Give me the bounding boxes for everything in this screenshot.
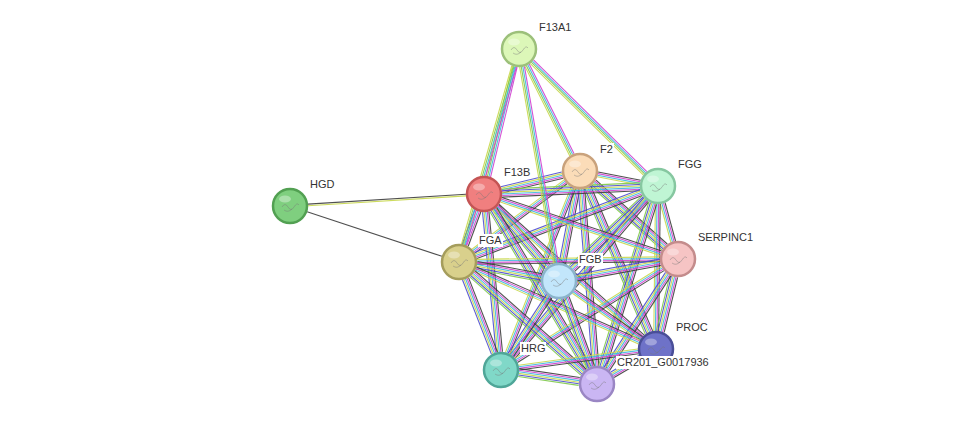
interaction-edge xyxy=(518,369,580,386)
node-circle xyxy=(541,263,577,299)
evidence-line xyxy=(512,297,550,356)
evidence-line xyxy=(465,67,515,245)
evidence-line xyxy=(574,291,642,338)
node-circle xyxy=(501,31,537,67)
evidence-line xyxy=(477,257,660,260)
protein-node: HGD xyxy=(272,188,308,224)
evidence-line xyxy=(524,66,558,263)
evidence-line xyxy=(493,210,588,369)
protein-node: F13A1 xyxy=(501,31,537,67)
node-label: F13B xyxy=(503,166,531,179)
evidence-line xyxy=(514,298,552,357)
interaction-edge xyxy=(308,194,466,205)
evidence-line xyxy=(660,204,670,242)
node-label: F2 xyxy=(599,143,614,156)
evidence-line xyxy=(308,194,466,204)
evidence-line xyxy=(501,199,661,253)
interaction-edge xyxy=(520,66,559,263)
node-label: CR201_G0017936 xyxy=(616,356,710,369)
protein-node: FGA xyxy=(441,244,477,280)
interaction-edge xyxy=(490,207,591,370)
evidence-line xyxy=(498,206,549,266)
evidence-line xyxy=(575,289,643,336)
evidence-line xyxy=(511,296,549,355)
node-label: PROC xyxy=(675,321,709,334)
evidence-line xyxy=(662,204,672,242)
node-label: HGD xyxy=(309,178,335,191)
evidence-line xyxy=(496,207,547,267)
protein-node: SERPINC1 xyxy=(660,241,696,277)
node-label: FGA xyxy=(478,234,503,247)
protein-node: CR201_G0017936 xyxy=(579,366,615,402)
node-label: FGG xyxy=(677,158,703,171)
evidence-line xyxy=(490,212,585,371)
evidence-line xyxy=(491,67,518,177)
evidence-line xyxy=(307,212,442,257)
evidence-line xyxy=(518,375,578,384)
node-circle xyxy=(466,176,502,212)
interaction-edge xyxy=(307,212,442,257)
evidence-line xyxy=(308,196,466,206)
interaction-edge xyxy=(477,257,660,264)
evidence-line xyxy=(494,209,589,368)
interaction-edge xyxy=(660,203,675,243)
node-circle xyxy=(640,168,676,204)
evidence-line xyxy=(463,280,492,354)
node-label: F13A1 xyxy=(538,21,572,34)
evidence-line xyxy=(466,67,516,245)
evidence-line xyxy=(534,60,647,172)
evidence-line xyxy=(499,205,550,265)
node-circle xyxy=(483,352,519,388)
interaction-edge xyxy=(463,278,498,355)
protein-node: F13B xyxy=(466,176,502,212)
evidence-line xyxy=(573,292,641,339)
interaction-edge xyxy=(462,66,517,246)
evidence-line xyxy=(566,298,592,367)
node-label: HRG xyxy=(520,342,546,355)
evidence-line xyxy=(523,67,557,264)
evidence-line xyxy=(477,195,642,258)
protein-node: FGG xyxy=(640,168,676,204)
evidence-line xyxy=(606,204,656,368)
evidence-line xyxy=(464,279,493,353)
node-label: FGB xyxy=(578,253,603,266)
protein-node: HRG xyxy=(483,352,519,388)
evidence-line xyxy=(598,175,641,183)
interaction-edge xyxy=(508,294,552,356)
protein-node: FGB xyxy=(541,263,577,299)
evidence-line xyxy=(509,295,547,354)
node-circle xyxy=(272,188,308,224)
node-circle xyxy=(441,244,477,280)
evidence-line xyxy=(502,186,640,192)
protein-node: F2 xyxy=(562,153,598,189)
evidence-line xyxy=(476,268,541,280)
node-circle xyxy=(579,366,615,402)
evidence-line xyxy=(491,211,586,370)
node-circle xyxy=(660,241,696,277)
evidence-line xyxy=(495,208,590,367)
evidence-line xyxy=(518,377,578,386)
evidence-line xyxy=(569,196,642,266)
evidence-line xyxy=(462,66,512,244)
node-circle xyxy=(562,153,598,189)
evidence-line xyxy=(463,66,513,244)
evidence-line xyxy=(654,204,656,331)
node-label: SERPINC1 xyxy=(697,231,754,244)
